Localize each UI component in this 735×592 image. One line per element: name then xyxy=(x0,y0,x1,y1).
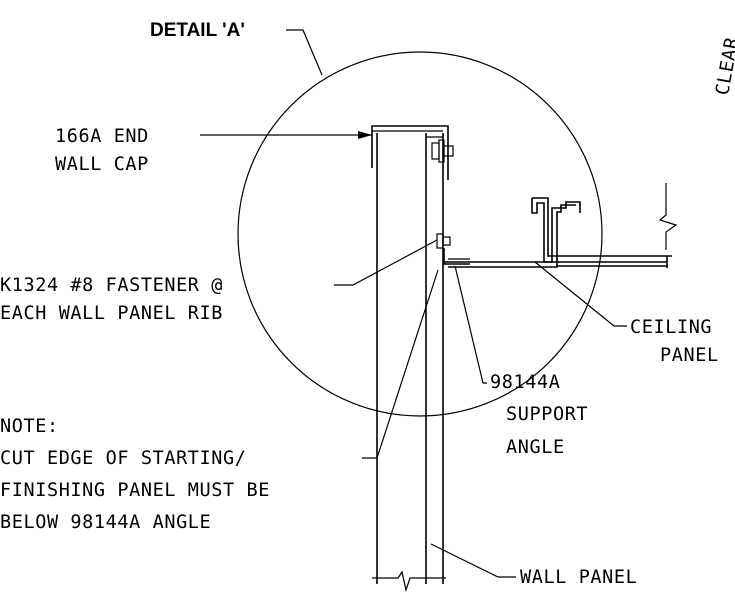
end-wall-cap-label-line1: 166A END xyxy=(55,126,149,147)
wall-panel xyxy=(372,133,446,592)
support-angle-label-line3: ANGLE xyxy=(506,437,565,458)
support-angle-leader xyxy=(454,265,487,384)
support-angle-label-line1: 98144A xyxy=(490,372,560,393)
cap-bolt xyxy=(431,139,454,163)
ceiling-panel-label-line2: PANEL xyxy=(660,345,719,366)
ceiling-panel-leader xyxy=(534,261,627,327)
ceiling-panel-label-line1: CEILING xyxy=(630,317,712,338)
ceiling-panel xyxy=(444,183,678,268)
end-wall-cap-arrow xyxy=(358,131,372,139)
note-line2: FINISHING PANEL MUST BE xyxy=(0,480,270,501)
clear-label: CLEAR xyxy=(712,35,735,97)
note-line1: CUT EDGE OF STARTING/ xyxy=(0,448,247,469)
end-wall-cap xyxy=(371,125,449,180)
wall-panel-label: WALL PANEL xyxy=(520,567,637,588)
wall-panel-leader xyxy=(430,543,516,578)
fastener xyxy=(436,233,451,249)
support-angle xyxy=(443,248,470,265)
note-line3: BELOW 98144A ANGLE xyxy=(0,512,211,533)
detail-title-leader xyxy=(286,29,323,76)
end-wall-cap-label-line2: WALL CAP xyxy=(55,154,149,175)
fastener-leader xyxy=(334,239,438,286)
note-heading: NOTE: xyxy=(0,416,59,437)
detail-title: DETAIL 'A' xyxy=(150,20,245,41)
note-leader xyxy=(362,269,439,459)
support-angle-label-line2: SUPPORT xyxy=(506,404,588,425)
detail-circle xyxy=(237,51,603,417)
fastener-label-line2: EACH WALL PANEL RIB xyxy=(0,303,223,324)
fastener-label-line1: K1324 #8 FASTENER @ xyxy=(0,275,223,296)
